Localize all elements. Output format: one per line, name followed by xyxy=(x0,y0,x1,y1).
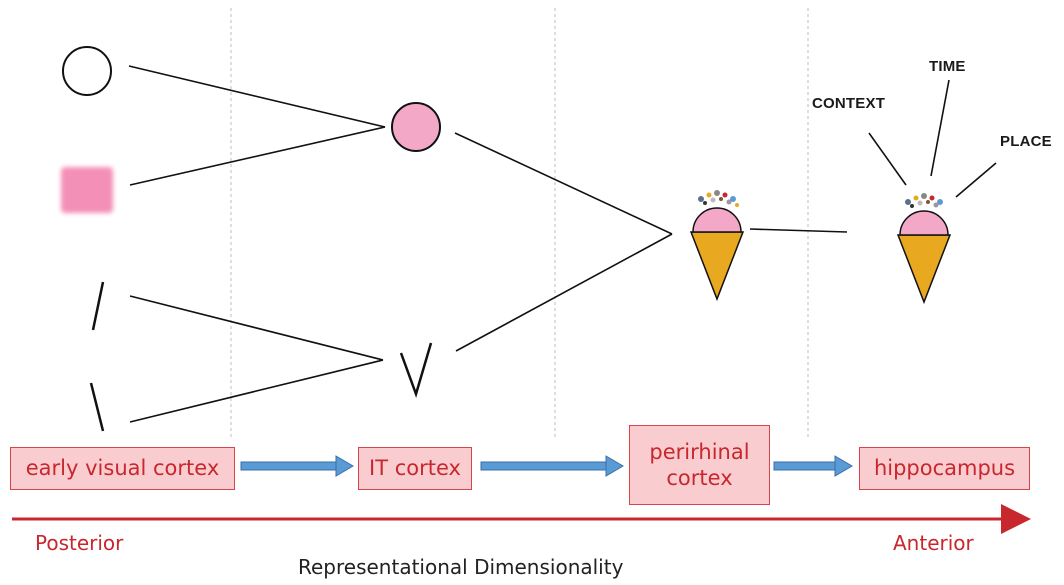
connector-backslash-to-v xyxy=(129,359,384,423)
dimensionality-label: Representational Dimensionality xyxy=(298,555,624,579)
perirhinal-line-2: cortex xyxy=(666,466,733,490)
perirhinal-cortex-box: perirhinal cortex xyxy=(629,425,770,505)
slash-feature xyxy=(91,281,105,331)
pink-circle-object xyxy=(391,102,441,152)
pink-square-feature xyxy=(61,167,113,213)
ice-cream-object xyxy=(689,190,745,302)
posterior-label: Posterior xyxy=(35,531,124,555)
hippocampus-box: hippocampus xyxy=(859,447,1030,490)
v-shape-object xyxy=(399,342,433,398)
connector-pinkcircle-to-icecream xyxy=(454,132,673,235)
time-connector xyxy=(930,79,950,177)
connector-square-to-pinkcircle xyxy=(129,126,386,186)
flow-arrow-3 xyxy=(773,455,853,477)
connector-circle-to-pinkcircle xyxy=(128,65,386,128)
backslash-feature xyxy=(89,382,105,432)
connector-icecream-to-hippocampus xyxy=(749,228,848,233)
context-label: CONTEXT xyxy=(812,95,886,112)
anterior-label: Anterior xyxy=(893,531,974,555)
connector-slash-to-v xyxy=(129,295,384,361)
perirhinal-line-1: perirhinal xyxy=(649,439,750,464)
context-connector xyxy=(868,132,907,186)
flow-arrow-2 xyxy=(480,455,624,477)
flow-arrow-1 xyxy=(240,455,354,477)
place-label: PLACE xyxy=(1000,133,1052,150)
ice-cream-with-context xyxy=(896,193,952,305)
circle-feature xyxy=(62,46,112,96)
connector-v-to-icecream xyxy=(455,233,673,352)
place-connector xyxy=(955,162,997,198)
it-cortex-box: IT cortex xyxy=(358,447,472,490)
early-visual-cortex-box: early visual cortex xyxy=(10,447,235,490)
time-label: TIME xyxy=(929,58,966,75)
